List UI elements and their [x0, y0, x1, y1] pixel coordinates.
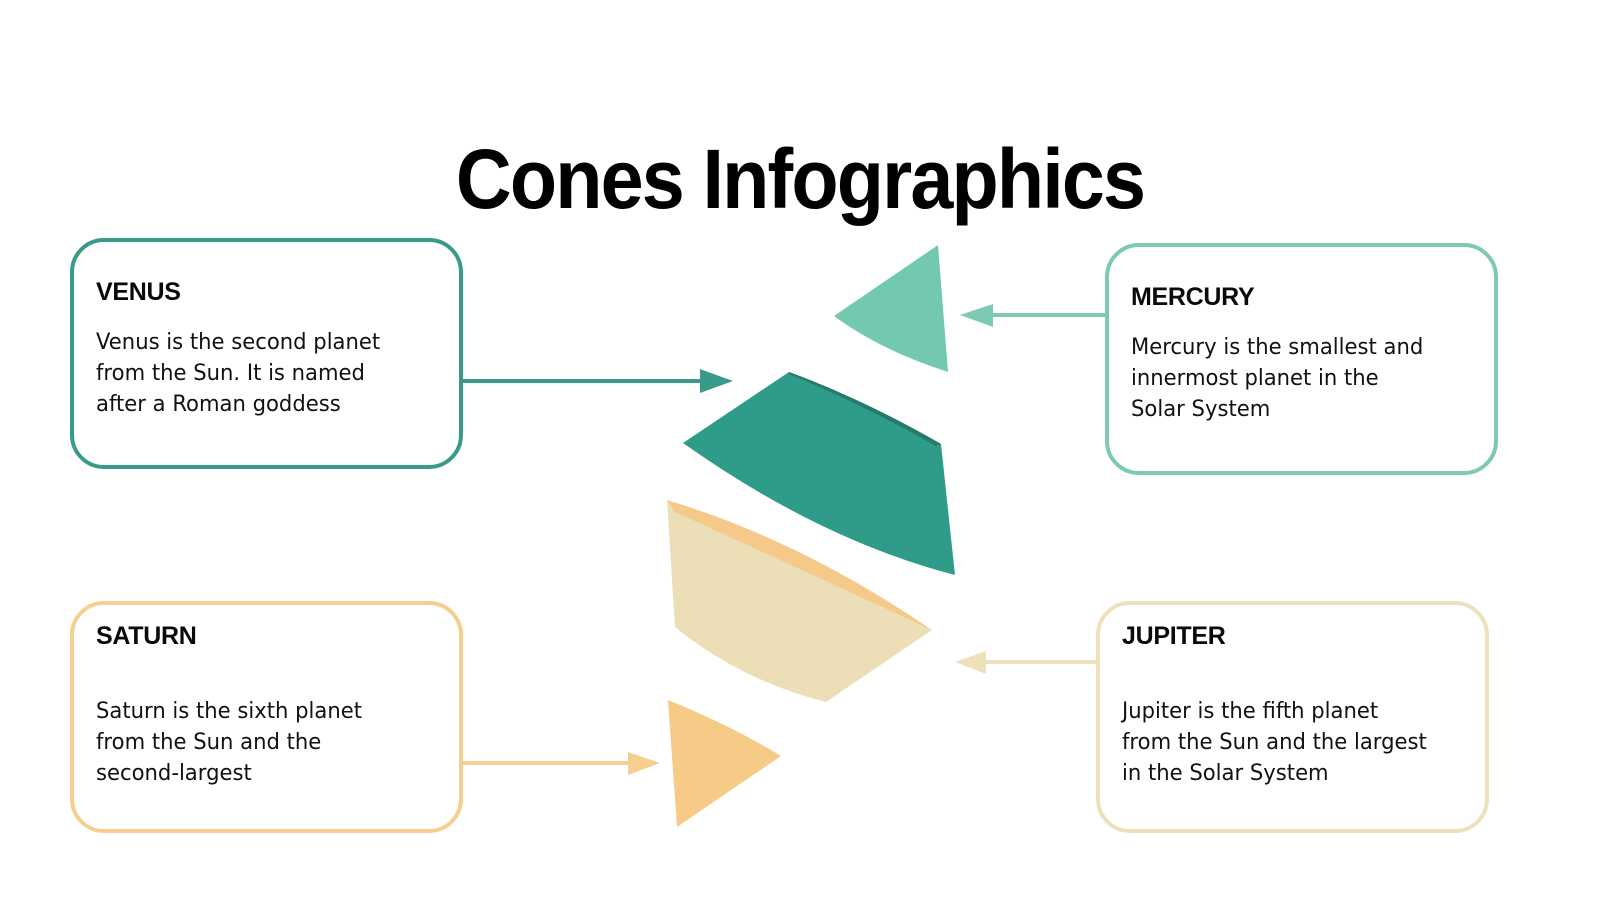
venus-title: VENUS — [96, 278, 181, 306]
venus-card: VENUS Venus is the second planet from th… — [70, 238, 463, 469]
mercury-cone-piece — [834, 245, 948, 372]
saturn-title: SATURN — [96, 622, 197, 650]
jupiter-arrow — [955, 651, 1096, 674]
page-title: Cones Infographics — [455, 132, 1146, 227]
jupiter-card: JUPITER Jupiter is the fifth planet from… — [1096, 601, 1489, 833]
jupiter-cone-piece — [667, 500, 932, 702]
saturn-cone-piece — [668, 700, 781, 827]
jupiter-description: Jupiter is the fifth planet from the Sun… — [1122, 699, 1427, 786]
mercury-card: MERCURY Mercury is the smallest and inne… — [1105, 243, 1498, 475]
venus-description: Venus is the second planet from the Sun.… — [96, 330, 381, 417]
venus-arrow — [463, 369, 733, 393]
mercury-title: MERCURY — [1131, 283, 1255, 311]
mercury-description: Mercury is the smallest and innermost pl… — [1131, 335, 1424, 422]
saturn-description: Saturn is the sixth planet from the Sun … — [96, 699, 363, 786]
venus-cone-piece — [683, 372, 955, 575]
saturn-card: SATURN Saturn is the sixth planet from t… — [70, 601, 463, 833]
mercury-arrow — [960, 304, 1105, 327]
jupiter-title: JUPITER — [1122, 622, 1226, 650]
saturn-arrow — [463, 752, 660, 775]
